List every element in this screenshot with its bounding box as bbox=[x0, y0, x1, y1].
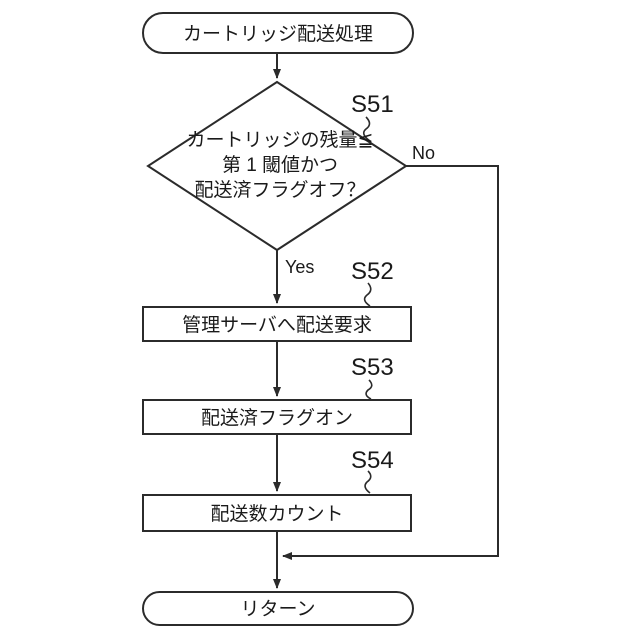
end-terminal-shape bbox=[142, 591, 414, 626]
decision-label-line1: カートリッジの残量≦ bbox=[187, 129, 374, 151]
decision-s51: カートリッジの残量≦ 第 1 閾値かつ 配送済フラグオフ？ S51 No Yes bbox=[146, 80, 435, 277]
step-id-s54: S54 bbox=[351, 447, 394, 474]
process-s53-shape bbox=[142, 399, 412, 435]
start-terminal-label: カートリッジ配送処理 bbox=[183, 23, 373, 45]
step-id-s53: S53 bbox=[351, 354, 394, 381]
end-terminal: リターン bbox=[142, 591, 414, 626]
step-id-s52: S52 bbox=[351, 258, 394, 285]
decision-label-line3: 配送済フラグオフ？ bbox=[194, 179, 365, 201]
connector-decision-no-branch bbox=[282, 165, 499, 560]
process-s52-shape bbox=[142, 306, 412, 342]
start-terminal-shape bbox=[142, 12, 414, 54]
end-terminal-label: リターン bbox=[240, 598, 315, 620]
yes-branch-label: Yes bbox=[285, 257, 314, 277]
no-branch-label: No bbox=[412, 143, 435, 163]
step-id-s51: S51 bbox=[351, 91, 394, 118]
process-s54-shape bbox=[142, 494, 412, 532]
process-s53: 配送済フラグオン S53 bbox=[142, 354, 412, 435]
s52-leader-line bbox=[363, 282, 372, 307]
process-s52: 管理サーバへ配送要求 S52 bbox=[142, 258, 412, 342]
s54-leader-line bbox=[364, 470, 372, 494]
s51-leader-line bbox=[362, 116, 371, 142]
process-s54: 配送数カウント S54 bbox=[142, 447, 412, 532]
decision-label-line2: 第 1 閾値かつ bbox=[222, 154, 338, 176]
decision-diamond-shape bbox=[146, 80, 408, 252]
process-s53-label: 配送済フラグオン bbox=[201, 407, 353, 429]
process-s52-label: 管理サーバへ配送要求 bbox=[182, 314, 372, 336]
s53-leader-line bbox=[365, 379, 373, 400]
process-s54-label: 配送数カウント bbox=[210, 503, 343, 525]
start-terminal: カートリッジ配送処理 bbox=[142, 12, 414, 54]
